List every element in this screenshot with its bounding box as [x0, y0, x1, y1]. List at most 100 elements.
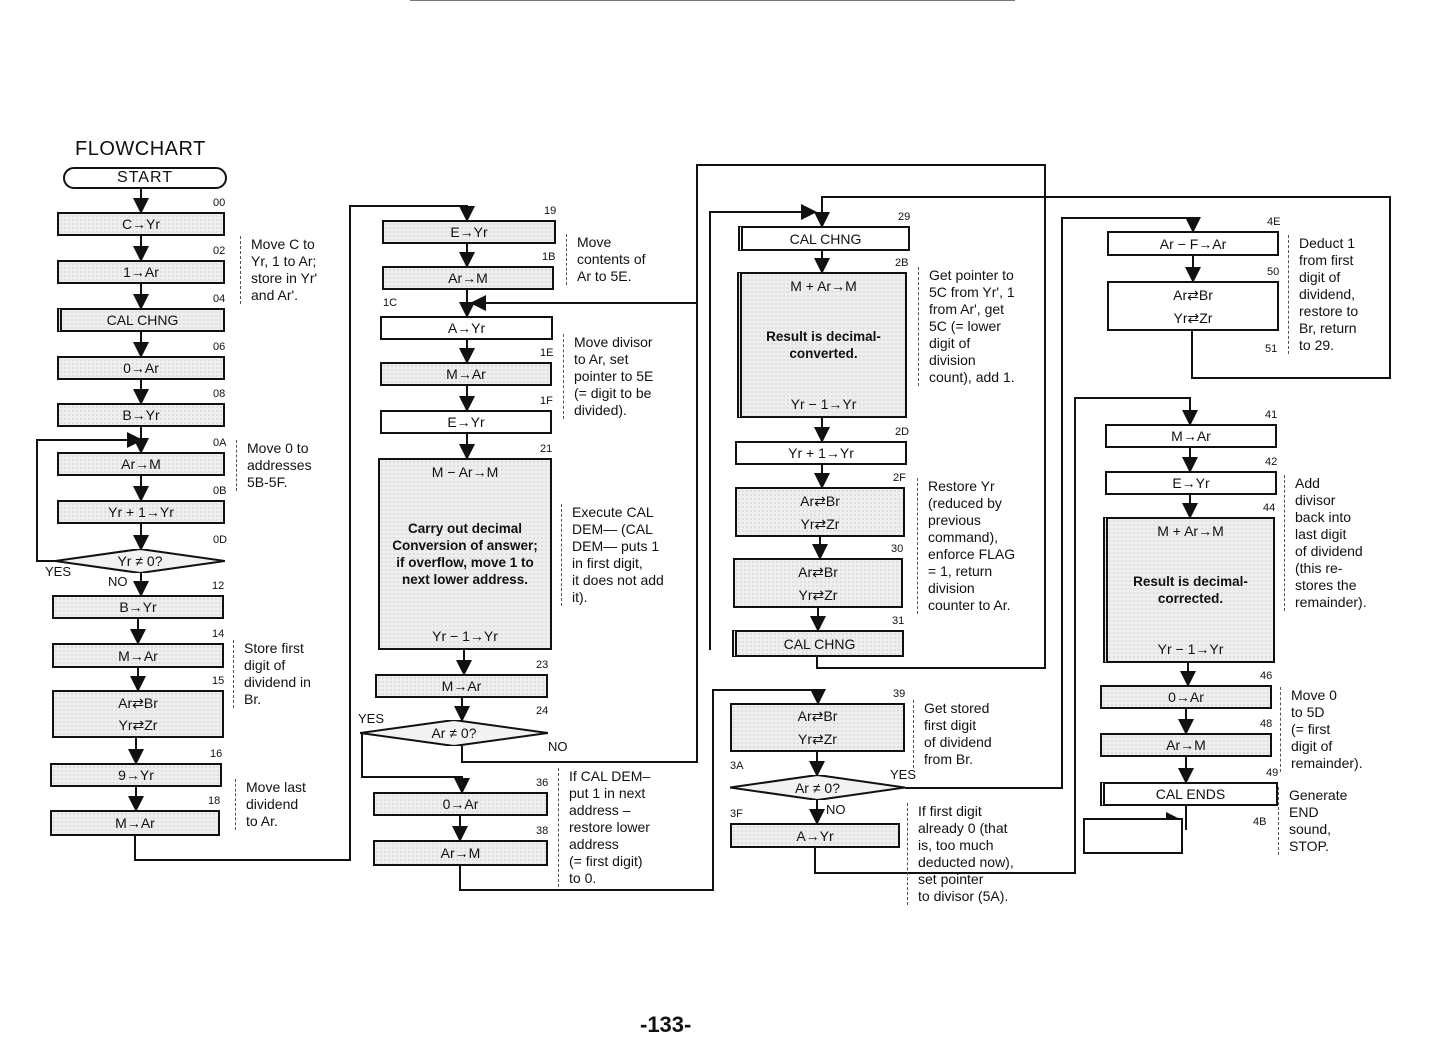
- start-terminal: START: [63, 167, 227, 189]
- process-box-1e: M→Ar: [380, 362, 552, 386]
- box-text: 1→Ar: [123, 264, 159, 280]
- annotation-note: Move C to Yr, 1 to Ar; store in Yr' and …: [240, 236, 317, 304]
- step-number: 1E: [540, 347, 554, 359]
- box-text: Yr⇄Zr: [798, 586, 838, 603]
- box-text: CAL CHNG: [106, 312, 179, 328]
- connector-arrow: [814, 196, 1391, 379]
- step-number: 41: [1265, 409, 1278, 421]
- decision-24: Ar ≠ 0?: [360, 720, 548, 746]
- process-box-4e: Ar − F→Ar: [1107, 231, 1279, 256]
- box-text: Ar→M: [121, 456, 161, 472]
- page-top-rule: [410, 0, 1015, 1]
- box-text: Ar→M: [448, 270, 488, 286]
- process-box-38: Ar→M: [373, 840, 548, 866]
- box-text: M→Ar: [446, 366, 486, 382]
- process-box-19: E→Yr: [382, 220, 556, 244]
- flowchart-title: FLOWCHART: [75, 138, 206, 160]
- annotation-note: Restore Yr (reduced by previous command)…: [917, 478, 1015, 614]
- annotation-note: Move 0 to addresses 5B-5F.: [236, 440, 312, 491]
- box-text: M − Ar→M: [431, 464, 499, 480]
- connector-arrow: [134, 205, 475, 861]
- connector-arrow: [709, 204, 817, 650]
- connector-arrow: [459, 689, 826, 891]
- process-box-3f: A→Yr: [730, 823, 900, 848]
- step-number: 42: [1265, 456, 1278, 468]
- process-box-1c: A→Yr: [380, 316, 553, 340]
- process-box-46: 0→Ar: [1100, 685, 1272, 709]
- step-number: 50: [1267, 266, 1280, 278]
- box-description: Result is decimal-converted.: [766, 329, 881, 361]
- step-number: 0D: [213, 534, 228, 546]
- process-box-04: CAL CHNG: [57, 308, 225, 332]
- box-text-bottom: Yr − 1→Yr: [432, 628, 498, 644]
- box-text: 9→Yr: [118, 767, 154, 783]
- process-box-00: C→Yr: [57, 212, 225, 236]
- box-text-bottom: Yr − 1→Yr: [790, 396, 857, 412]
- branch-label-no: NO: [108, 574, 128, 589]
- process-box-1b: Ar→M: [382, 266, 554, 290]
- step-number: 48: [1260, 718, 1273, 730]
- step-number: 14: [212, 628, 225, 640]
- step-number: 1B: [542, 251, 556, 263]
- step-number: 2D: [895, 426, 910, 438]
- step-number: 49: [1266, 767, 1279, 779]
- step-number: 18: [208, 795, 221, 807]
- process-box-29: CAL CHNG: [738, 226, 910, 251]
- box-text: Ar − F→Ar: [1159, 235, 1227, 252]
- annotation-note: Store first digit of dividend in Br.: [233, 640, 311, 708]
- box-text: C→Yr: [121, 216, 161, 232]
- connector-arrow: [696, 164, 1046, 669]
- box-text: A→Yr: [796, 827, 834, 844]
- process-box-1f: E→Yr: [380, 410, 552, 434]
- step-number: 39: [893, 688, 906, 700]
- annotation-note: Move last dividend to Ar.: [235, 779, 306, 830]
- process-box-23: M→Ar: [375, 674, 548, 698]
- step-number: 0B: [213, 485, 227, 497]
- step-number: 36: [536, 777, 549, 789]
- branch-label-yes: YES: [890, 767, 917, 782]
- box-text: Yr⇄Zr: [798, 730, 837, 747]
- end-box: [1083, 818, 1183, 854]
- annotation-note: If CAL DEM– put 1 in next address – rest…: [558, 768, 650, 887]
- branch-label-no: NO: [548, 739, 568, 754]
- step-number: 2B: [895, 257, 909, 269]
- branch-label-no: NO: [826, 802, 846, 817]
- connector-arrow: [461, 303, 698, 763]
- annotation-note: Execute CAL DEM— (CAL DEM— puts 1 in fir…: [561, 504, 664, 606]
- process-box-18: M→Ar: [50, 810, 220, 836]
- page-number: -133-: [640, 1012, 692, 1037]
- process-box-31: CAL CHNG: [732, 630, 904, 657]
- step-number: 12: [212, 580, 225, 592]
- box-text: Ar→M: [440, 845, 481, 861]
- process-box-0b: Yr + 1→Yr: [57, 500, 225, 524]
- step-number: 23: [536, 659, 549, 671]
- step-number: 24: [536, 705, 549, 717]
- annotation-note: If first digit already 0 (that is, too m…: [907, 803, 1014, 905]
- step-number: 44: [1263, 502, 1276, 514]
- box-text: M→Ar: [441, 678, 482, 694]
- step-number: 06: [213, 341, 226, 353]
- process-box-06: 0→Ar: [57, 356, 225, 380]
- annotation-note: Get stored first digit of dividend from …: [913, 700, 992, 768]
- step-number: 46: [1260, 670, 1273, 682]
- branch-label-yes: YES: [45, 564, 72, 579]
- decision-text: Yr ≠ 0?: [117, 553, 163, 569]
- annotation-note: Move 0 to 5D (= first digit of remainder…: [1280, 687, 1363, 772]
- box-text: 0→Ar: [1168, 689, 1204, 705]
- decision-text: Ar ≠ 0?: [794, 779, 841, 796]
- box-text: CAL CHNG: [783, 635, 856, 652]
- process-box-48: Ar→M: [1100, 733, 1272, 757]
- box-text: Ar→M: [1166, 737, 1206, 753]
- box-description: Result is decimal-corrected.: [1133, 574, 1248, 606]
- annotation-note: Move contents of Ar to 5E.: [566, 234, 646, 285]
- process-box-14: M→Ar: [52, 643, 224, 668]
- step-number: 15: [212, 675, 225, 687]
- box-text: Yr⇄Zr: [1173, 309, 1213, 326]
- annotation-note: Deduct 1 from first digit of dividend, r…: [1288, 235, 1358, 354]
- box-text: CAL ENDS: [1155, 786, 1226, 802]
